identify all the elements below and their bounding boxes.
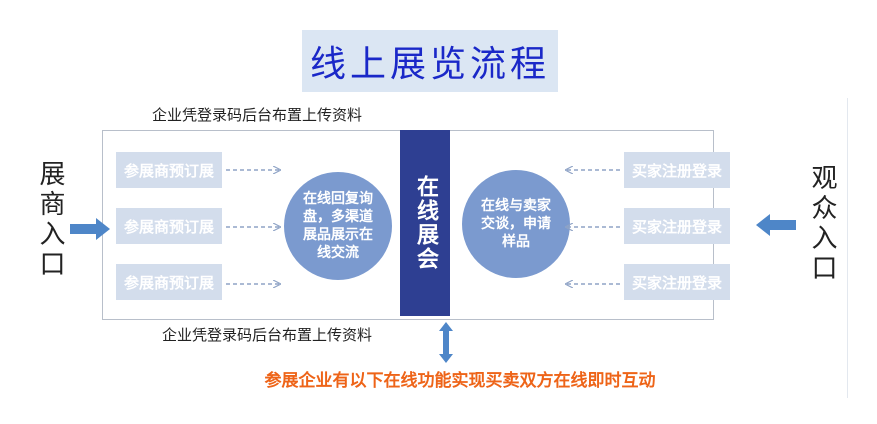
visitor-entry-arrow — [756, 214, 796, 236]
buyer-functions-text: 在线与卖家交谈，申请样品 — [481, 198, 551, 250]
exhibitor-functions-circle: 在线回复询盘，多渠道展品展示在线交流 — [284, 172, 392, 280]
buyer-step-2: 买家注册登录 — [624, 208, 730, 244]
double-arrow — [439, 322, 453, 363]
exhibitor-functions-text: 在线回复询盘，多渠道展品展示在线交流 — [303, 191, 373, 261]
online-expo-label: 在线展会 — [413, 175, 438, 271]
exhibitor-entry-arrow — [70, 218, 110, 240]
top-caption: 企业凭登录码后台布置上传资料 — [148, 104, 367, 125]
bottom-caption: 企业凭登录码后台布置上传资料 — [158, 324, 377, 345]
visitor-entry-label: 观众入口 — [807, 164, 837, 284]
exhibitor-step-3: 参展商预订展 — [116, 264, 222, 300]
exhibitor-step-2: 参展商预订展 — [116, 208, 222, 244]
exhibitor-step-1: 参展商预订展 — [116, 152, 222, 188]
side-rule — [847, 98, 848, 398]
buyer-functions-circle: 在线与卖家交谈，申请样品 — [462, 170, 570, 278]
title-banner: 线上展览流程 — [302, 30, 558, 92]
bottom-note: 参展企业有以下在线功能实现买卖双方在线即时互动 — [264, 371, 656, 391]
exhibitor-entry-label: 展商入口 — [35, 160, 65, 280]
buyer-step-3: 买家注册登录 — [624, 264, 730, 300]
buyer-step-1: 买家注册登录 — [624, 152, 730, 188]
page-title: 线上展览流程 — [309, 44, 550, 85]
online-expo-bar: 在线展会 — [400, 130, 450, 316]
